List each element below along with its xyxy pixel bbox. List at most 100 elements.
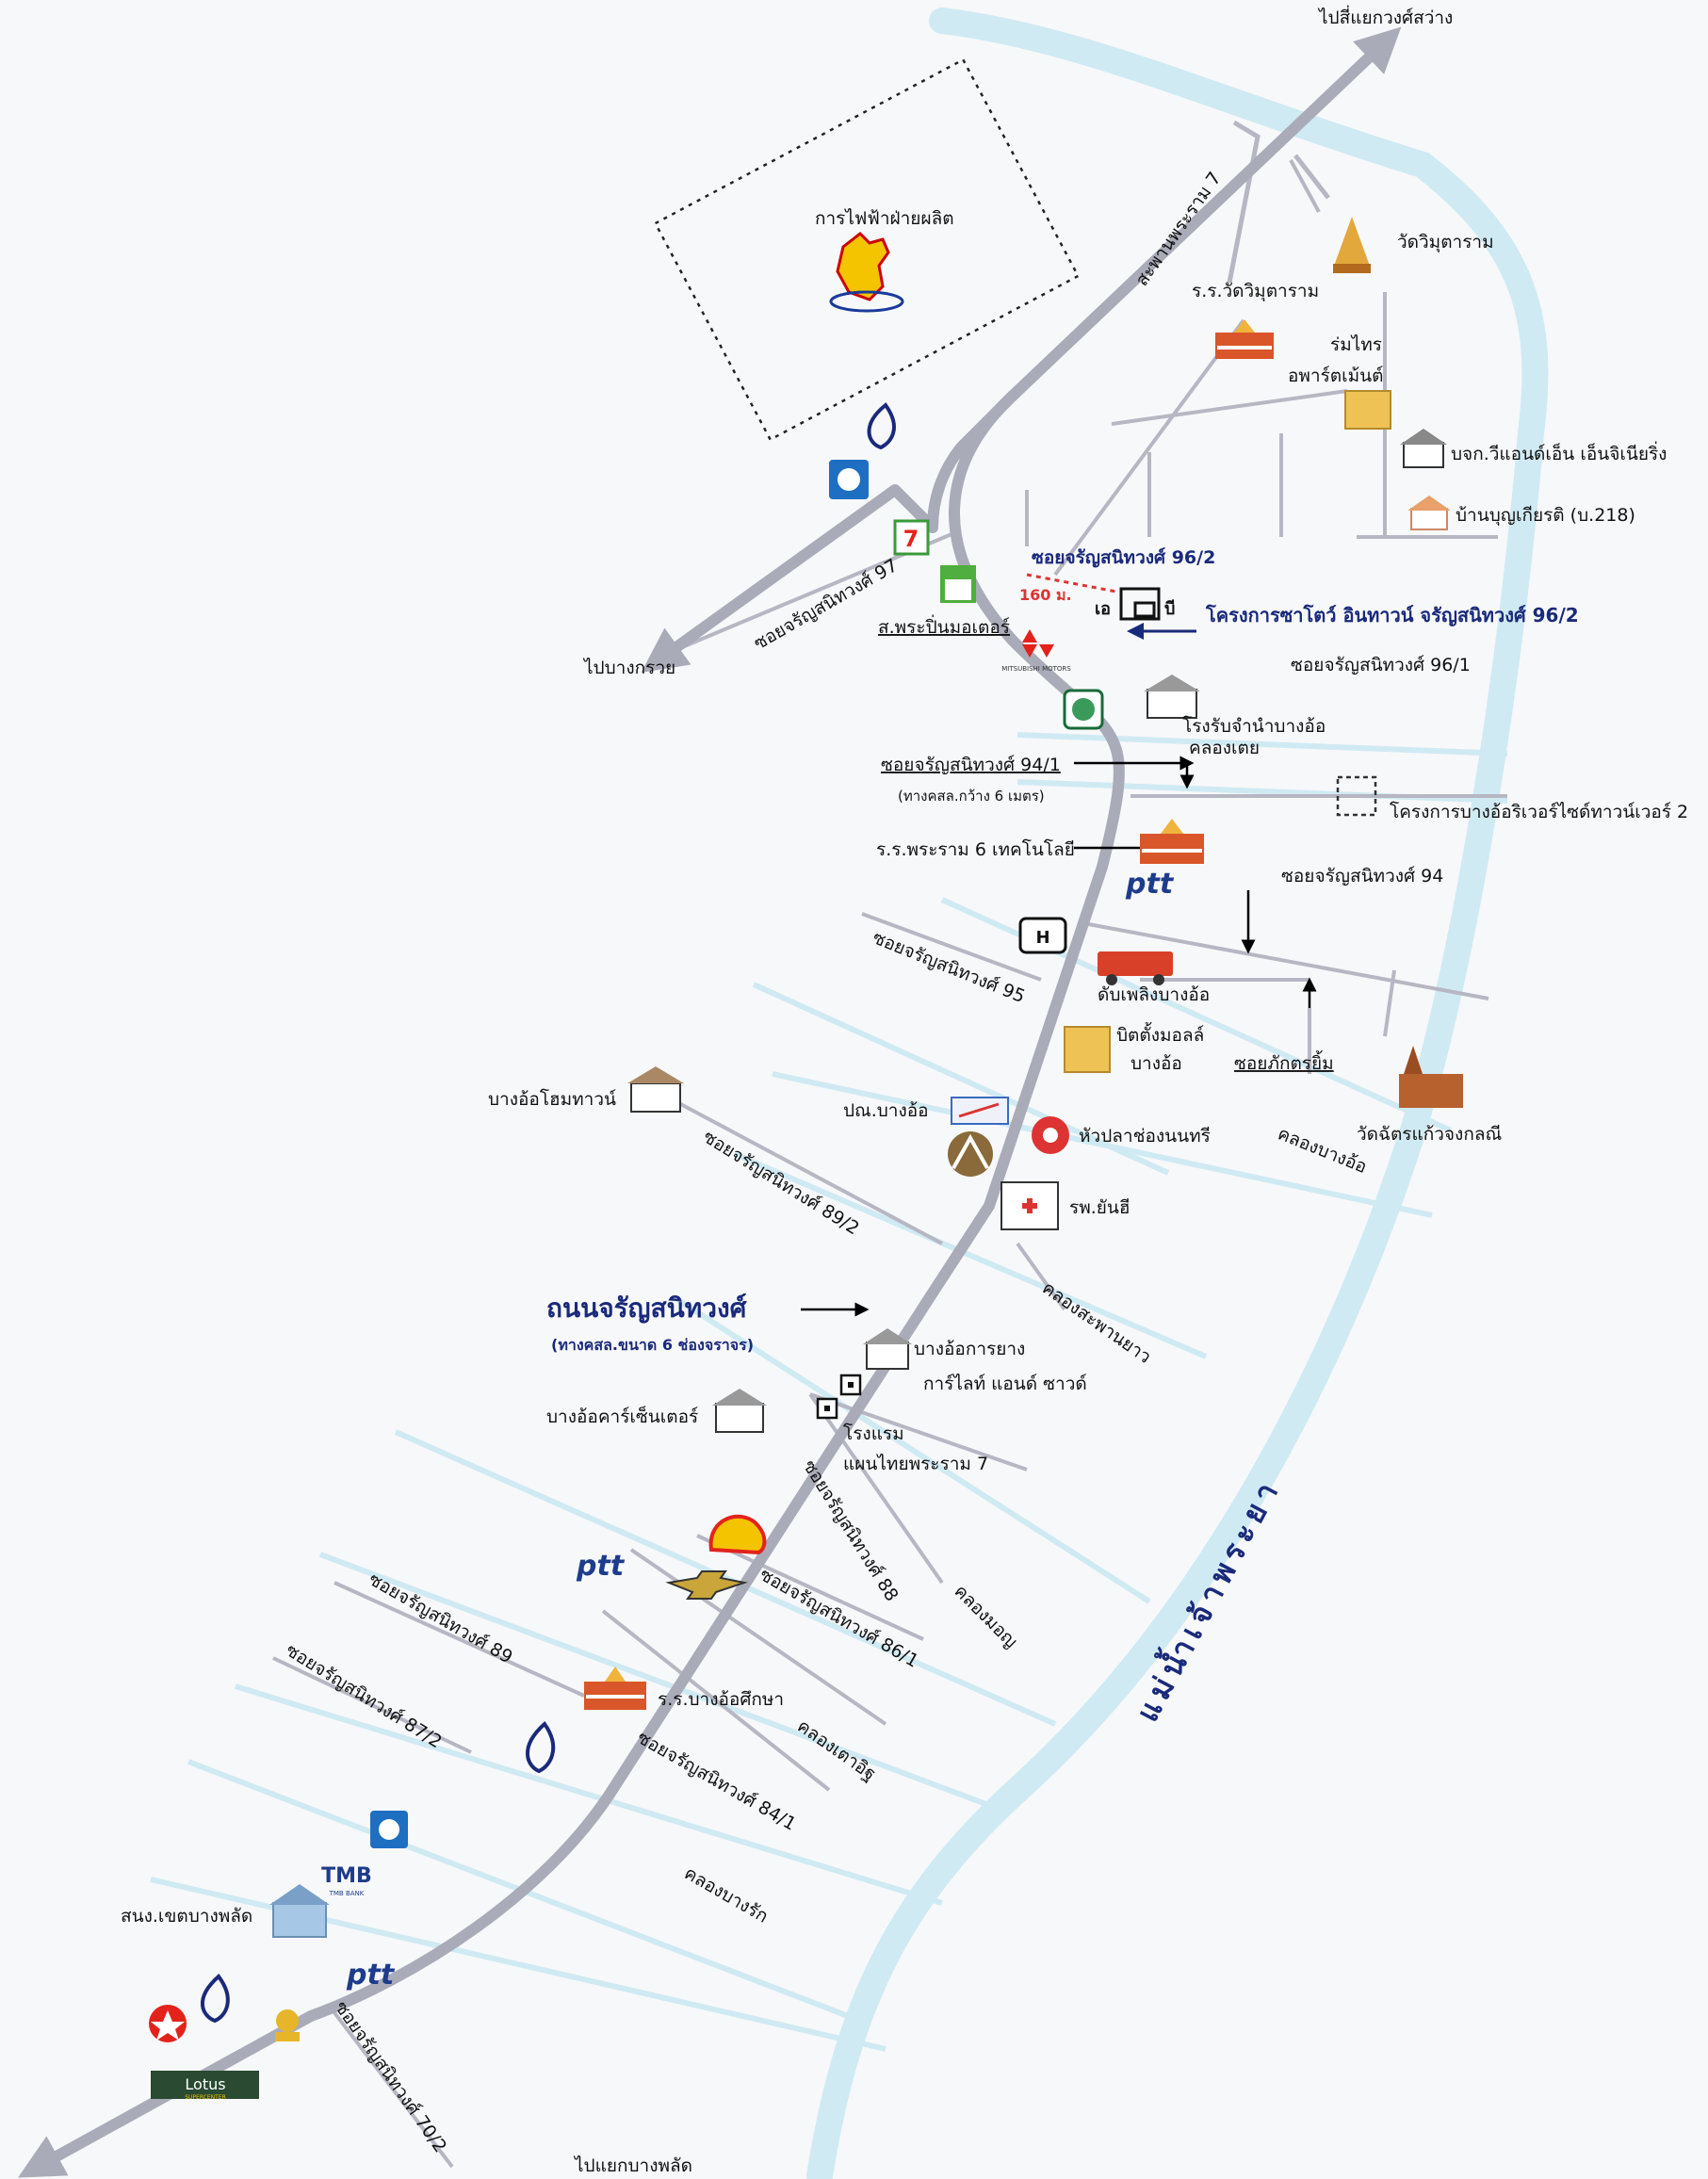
mitsubishi-label: MITSUBISHI MOTORS [1001, 665, 1071, 673]
bank-bbl-icon [867, 402, 896, 450]
main-road-name: ถนนจรัญสนิทวงศ์ [546, 1293, 748, 1324]
school-icon [1215, 319, 1274, 359]
soi-86-1: ซอยจรัญสนิทวงศ์ 86/1 [756, 1564, 922, 1671]
bank-kbank-icon [1063, 689, 1104, 730]
main-road-lane [641, 391, 1017, 674]
church-icon [1399, 1046, 1463, 1108]
bank-bbl-icon [200, 1974, 230, 2024]
ptt-logo: ptt ptt ptt [346, 868, 1175, 1992]
toyota-icon [948, 1131, 993, 1177]
place-hotel-2: แผนไทยพระราม 7 [843, 1454, 988, 1474]
direction-west: ไปบางกรวย [582, 658, 675, 678]
fire-truck-icon [1098, 951, 1173, 985]
shop-icon [940, 565, 976, 603]
place-karayang: บางอ้อการยาง [914, 1339, 1025, 1359]
place-hua-pla: หัวปลาช่องนนทรี [1079, 1126, 1211, 1146]
canal-bangrak: คลองบางรัก [681, 1862, 773, 1927]
ptt-label: ptt [576, 1550, 626, 1583]
place-garlight: การ์ไลท์ แอนด์ ซาวด์ [923, 1374, 1087, 1394]
project-name: โครงการซาโตว์ อินทาวน์ จรัญสนิทวงศ์ 96/2 [1205, 604, 1579, 626]
direction-north: ไปสี่แยกวงศ์สว่าง [1317, 5, 1453, 28]
shell-icon [708, 1514, 767, 1555]
apartment-icon [1344, 390, 1391, 430]
place-romsai-2: อพาร์ตเม้นต์ [1288, 366, 1384, 386]
place-wat-wimut: วัดวิมุตาราม [1397, 232, 1494, 253]
lotus-label: Lotus [185, 2075, 225, 2093]
canal-bangoa: คลองบางอ้อ [1275, 1123, 1370, 1178]
ptt-label: ptt [346, 1959, 396, 1992]
house-icon [712, 1389, 767, 1433]
canal-toei: คลองเตย [1189, 738, 1260, 758]
honda-icon: H [1018, 917, 1067, 954]
project-marker-b: บี [1164, 599, 1175, 619]
tmb-logo: TMB TMB BANK [321, 1864, 372, 1897]
place-we-and-n: บจก.วีแอนด์เอ็น เอ็นจิเนียริ่ง [1451, 441, 1667, 464]
egat-logo [829, 232, 904, 313]
school-icon [1140, 819, 1204, 864]
soi-96-1: ซอยจรัญสนิทวงศ์ 96/1 [1291, 655, 1471, 675]
canal-mon: คลองมอญ [950, 1581, 1021, 1652]
main-road [17, 26, 1402, 2178]
bank-bbl-icon [526, 1721, 556, 1774]
place-district-office: สนง.เขตบางพลัด [121, 1906, 252, 1927]
tmb-label: TMB [321, 1864, 372, 1888]
place-rama6-school: ร.ร.พระราม 6 เทคโนโลยี [876, 838, 1075, 860]
house-icon [863, 1328, 912, 1370]
hospital-icon [1000, 1181, 1059, 1230]
garuda-icon [275, 2009, 300, 2041]
soi-70-2: ซอยจรัญสนิทวงศ์ 70/2 [331, 1997, 450, 2156]
distance-line [1026, 573, 1117, 594]
riverside2-box [1336, 775, 1377, 817]
small-box-icon [816, 1374, 862, 1420]
post-office-icon [951, 1097, 1009, 1125]
place-romsai-1: ร่มไทร [1330, 334, 1382, 355]
tmb-sub-label: TMB BANK [329, 1890, 365, 1897]
lotus-logo: Lotus SUPERCENTER [151, 2071, 259, 2101]
bank-ktb-icon [370, 1811, 408, 1848]
place-car-center: บางอ้อคาร์เซ็นเตอร์ [546, 1405, 698, 1427]
house-icon [1407, 496, 1451, 530]
bank-ktb-icon [829, 460, 869, 499]
school-icon [584, 1667, 646, 1710]
temple-icon [1333, 217, 1371, 273]
soi-96-2: ซอยจรัญสนิทวงศ์ 96/2 [1032, 547, 1215, 568]
place-yanhee: รพ.ยันฮี [1069, 1197, 1131, 1218]
ptt-label: ptt [1125, 868, 1175, 901]
place-ban-bunkiat: บ้านบุญเกียรติ (บ.218) [1456, 505, 1635, 527]
soi-97: ซอยจรัญสนิทวงศ์ 97 [751, 555, 902, 654]
place-hotel-1: โรงแรม [843, 1423, 904, 1444]
pointer-arrows [801, 756, 1317, 1317]
soi-89-2: ซอยจรัญสนิทวงศ์ 89/2 [699, 1127, 862, 1240]
place-post: ปณ.บางอ้อ [843, 1100, 929, 1121]
place-bitang-1: บิตตั้งมอลล์ [1116, 1022, 1204, 1046]
svg-text:H: H [1035, 928, 1049, 948]
place-home-town: บางอ้อโฮมทาวน์ [488, 1088, 616, 1110]
lotus-sub-label: SUPERCENTER [185, 2094, 226, 2101]
bridge-label: สะพานพระราม 7 [1131, 169, 1226, 290]
chevrolet-icon [665, 1570, 748, 1600]
place-bitang-2: บางอ้อ [1131, 1053, 1182, 1074]
caltex-icon [149, 2005, 187, 2042]
place-fire: ดับเพลิงบางอ้อ [1098, 984, 1210, 1005]
soi-87-2: ซอยจรัญสนิทวงศ์ 87/2 [282, 1640, 445, 1753]
direction-south: ไปแยกบางพลัด [573, 2155, 692, 2176]
place-school-wimut: ร.ร.วัดวิมุตาราม [1192, 281, 1319, 302]
seven-eleven-icon: 7 [893, 519, 930, 556]
mitsubishi-icon [1022, 629, 1054, 658]
soi-pakdi: ซอยภักตรยิ้ม [1234, 1050, 1334, 1074]
distance-label: 160 ม. [1019, 586, 1072, 604]
egat-area [653, 57, 1081, 442]
egat-label: การไฟฟ้าฝ่ายผลิต [815, 208, 954, 229]
apartment-icon [1064, 1026, 1111, 1073]
soi-94-1-note: (ทางคสล.กว้าง 6 เมตร) [898, 788, 1045, 805]
soi-94: ซอยจรัญสนิทวงศ์ 94 [1281, 866, 1443, 886]
soi-88: ซอยจรัญสนิทวงศ์ 88 [799, 1456, 903, 1605]
district-office-icon [269, 1884, 330, 1938]
place-pranpin: ส.พระปิ่นมอเตอร์ [878, 614, 1010, 638]
house-icon [1400, 429, 1447, 468]
project-block [1119, 587, 1161, 621]
canal-saphanyao: คลองสะพานยาว [1038, 1277, 1155, 1368]
huapla-icon [1032, 1116, 1069, 1154]
house-icon [1144, 675, 1200, 719]
